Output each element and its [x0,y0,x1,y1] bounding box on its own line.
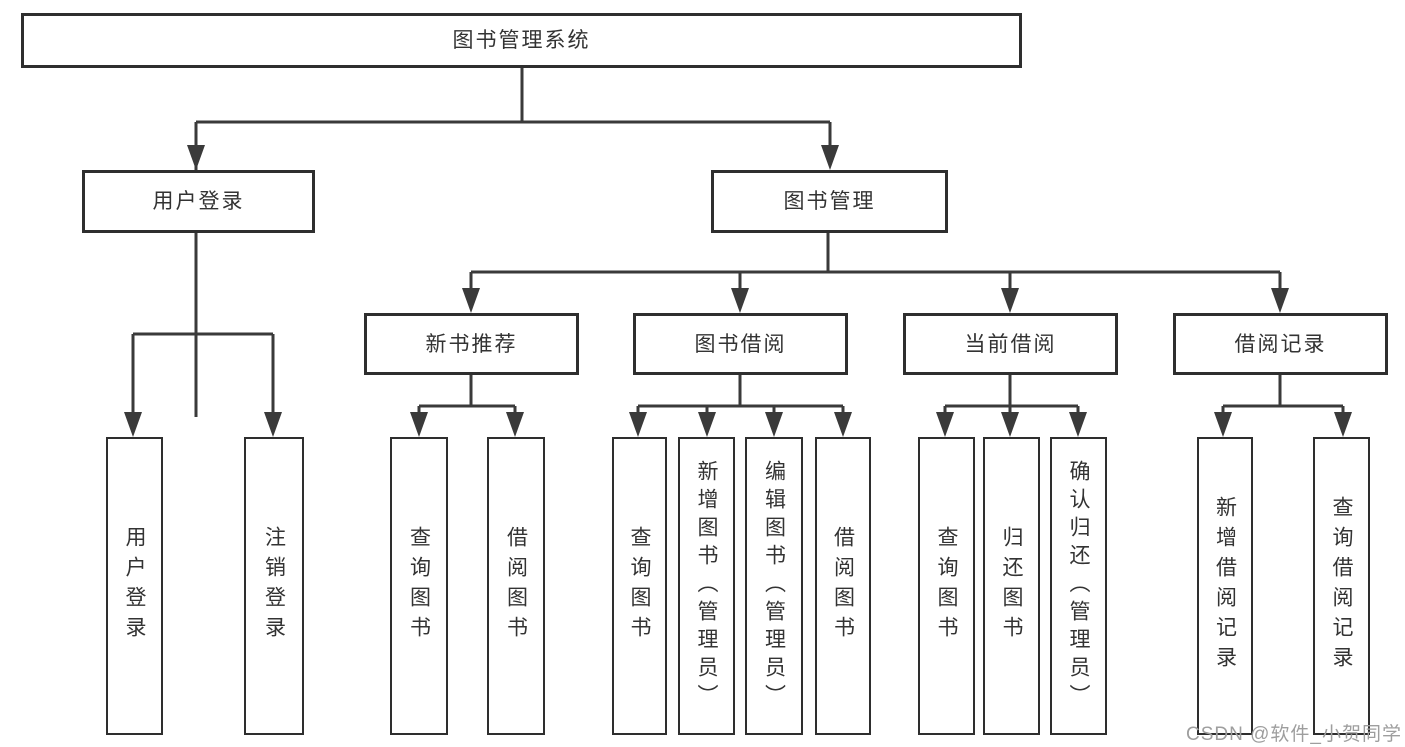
connector-user-login-to-leaves [124,233,282,437]
connector-current-borrow-to-leaves [936,375,1087,437]
arrowhead [264,412,282,437]
connector-borrow-records-to-leaves [1214,375,1352,437]
arrowhead [462,288,480,313]
leaf-return-books: 归还图书 [983,437,1040,735]
arrowhead [1001,412,1019,437]
arrowhead [410,412,428,437]
arrowhead [1214,412,1232,437]
node-user-login: 用户登录 [82,170,315,233]
connector-book-borrow-to-leaves [629,375,852,437]
leaf-add-borrow-record: 新增借阅记录 [1197,437,1253,735]
leaf-confirm-return-admin: 确认归还（管理员） [1050,437,1107,735]
connector-book-mgmt-to-level3 [462,233,1289,313]
arrowhead [1069,412,1087,437]
arrowhead [124,412,142,437]
node-borrow-records: 借阅记录 [1173,313,1388,375]
arrowhead [936,412,954,437]
leaf-logout: 注销登录 [244,437,304,735]
leaf-query-books: 查询图书 [612,437,667,735]
arrowhead [506,412,524,437]
arrowhead [187,145,205,170]
node-book-borrow: 图书借阅 [633,313,848,375]
connector-root-to-level2 [187,68,839,417]
csdn-watermark: CSDN @软件_小贺同学 [1186,724,1402,745]
arrowhead [1334,412,1352,437]
arrowhead [1001,288,1019,313]
leaf-query-books-recommend: 查询图书 [390,437,448,735]
leaf-add-books-admin: 新增图书（管理员） [678,437,735,735]
arrowhead [765,412,783,437]
node-root-system: 图书管理系统 [21,13,1022,68]
leaf-borrow-books: 借阅图书 [815,437,871,735]
node-current-borrow: 当前借阅 [903,313,1118,375]
arrowhead [821,145,839,170]
arrowhead [629,412,647,437]
connector-new-book-rec-to-leaves [410,375,524,437]
leaf-query-books-current: 查询图书 [918,437,975,735]
arrowhead [834,412,852,437]
arrowhead [698,412,716,437]
node-book-management: 图书管理 [711,170,948,233]
arrowhead [731,288,749,313]
leaf-borrow-books-recommend: 借阅图书 [487,437,545,735]
leaf-edit-books-admin: 编辑图书（管理员） [745,437,803,735]
leaf-user-login: 用户登录 [106,437,163,735]
node-new-book-recommend: 新书推荐 [364,313,579,375]
leaf-query-borrow-record: 查询借阅记录 [1313,437,1370,735]
arrowhead [1271,288,1289,313]
